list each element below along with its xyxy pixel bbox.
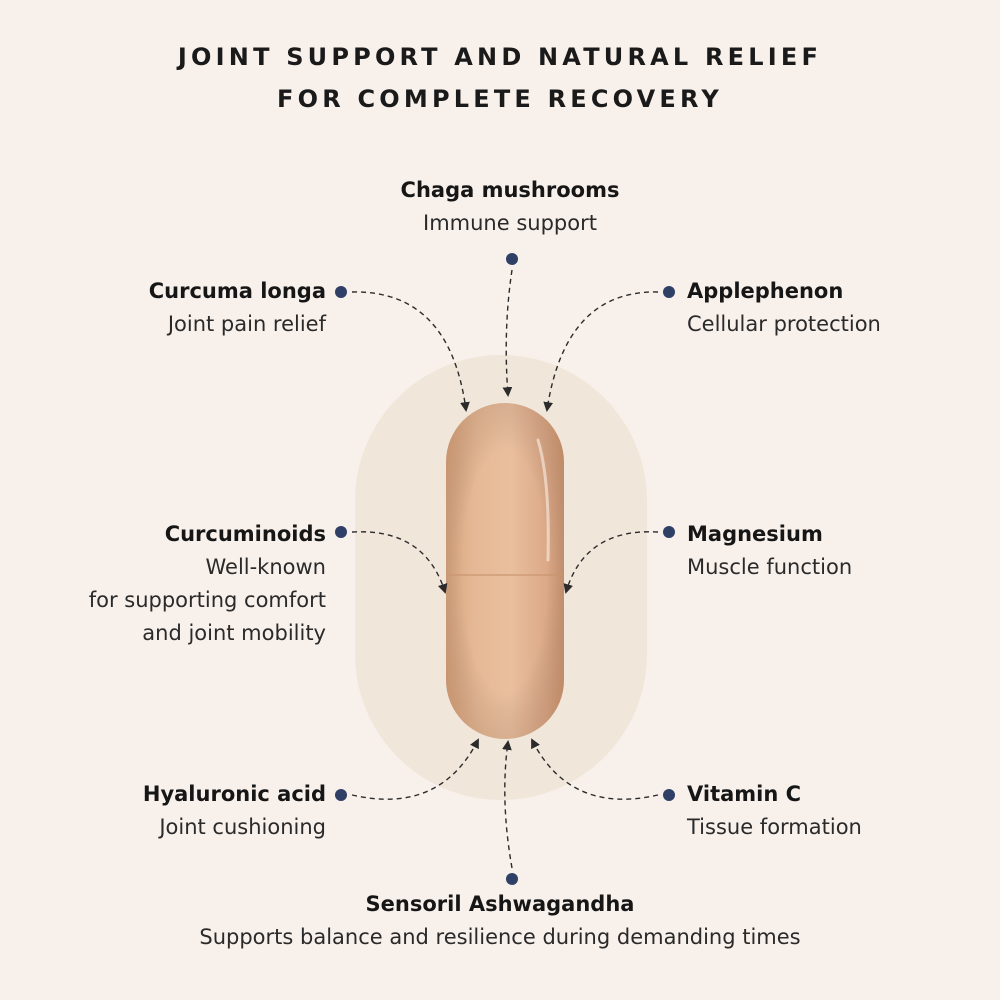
arrow-chaga [502, 269, 513, 397]
dot-sensoril [506, 873, 518, 885]
ingredient-chaga: Chaga mushrooms Immune support [300, 174, 720, 240]
ingredient-hyaluronic: Hyaluronic acid Joint cushioning [60, 778, 326, 844]
dot-hyaluronic [335, 789, 347, 801]
ingredient-curcuma: Curcuma longa Joint pain relief [60, 275, 326, 341]
ingredient-desc: Cellular protection [687, 312, 881, 336]
title-line-1: JOINT SUPPORT AND NATURAL RELIEF [177, 43, 823, 71]
ingredient-applephenon: Applephenon Cellular protection [687, 275, 987, 341]
ingredient-desc: Immune support [423, 211, 597, 235]
title-line-2: FOR COMPLETE RECOVERY [277, 85, 723, 113]
ingredient-name: Sensoril Ashwagandha [365, 892, 635, 916]
ingredient-sensoril: Sensoril Ashwagandha Supports balance an… [100, 888, 900, 954]
ingredient-desc: Muscle function [687, 555, 853, 579]
arrow-applephenon [543, 291, 659, 412]
ingredient-desc: Joint cushioning [159, 815, 326, 839]
dot-applephenon [663, 286, 675, 298]
ingredient-magnesium: Magnesium Muscle function [687, 518, 987, 584]
dot-curcuminoids [335, 526, 347, 538]
ingredient-desc: Well-known [205, 555, 326, 579]
ingredient-desc: Tissue formation [687, 815, 862, 839]
ingredient-name: Vitamin C [687, 782, 802, 806]
ingredient-desc: and joint mobility [142, 621, 326, 645]
dot-vitaminc [663, 789, 675, 801]
dot-chaga [506, 253, 518, 265]
ingredient-curcuminoids: Curcuminoids Well-known for supporting c… [20, 518, 326, 650]
ingredient-name: Hyaluronic acid [142, 782, 326, 806]
arrow-hyaluronic [351, 738, 479, 800]
page-title: JOINT SUPPORT AND NATURAL RELIEF FOR COM… [0, 36, 1000, 120]
ingredient-name: Curcuma longa [148, 279, 326, 303]
ingredient-vitamin-c: Vitamin C Tissue formation [687, 778, 987, 844]
ingredient-name: Chaga mushrooms [400, 178, 620, 202]
arrow-vitaminc [531, 738, 659, 800]
ingredient-name: Applephenon [687, 279, 844, 303]
ingredient-desc: Supports balance and resilience during d… [199, 925, 801, 949]
dot-curcuma [335, 286, 347, 298]
ingredient-desc: Joint pain relief [167, 312, 326, 336]
arrow-sensoril [502, 740, 513, 869]
capsule-icon [446, 403, 564, 739]
ingredient-name: Curcuminoids [164, 522, 326, 546]
arrow-curcuma [351, 291, 470, 412]
dot-magnesium [663, 526, 675, 538]
ingredient-name: Magnesium [687, 522, 823, 546]
ingredient-desc: for supporting comfort [88, 588, 326, 612]
